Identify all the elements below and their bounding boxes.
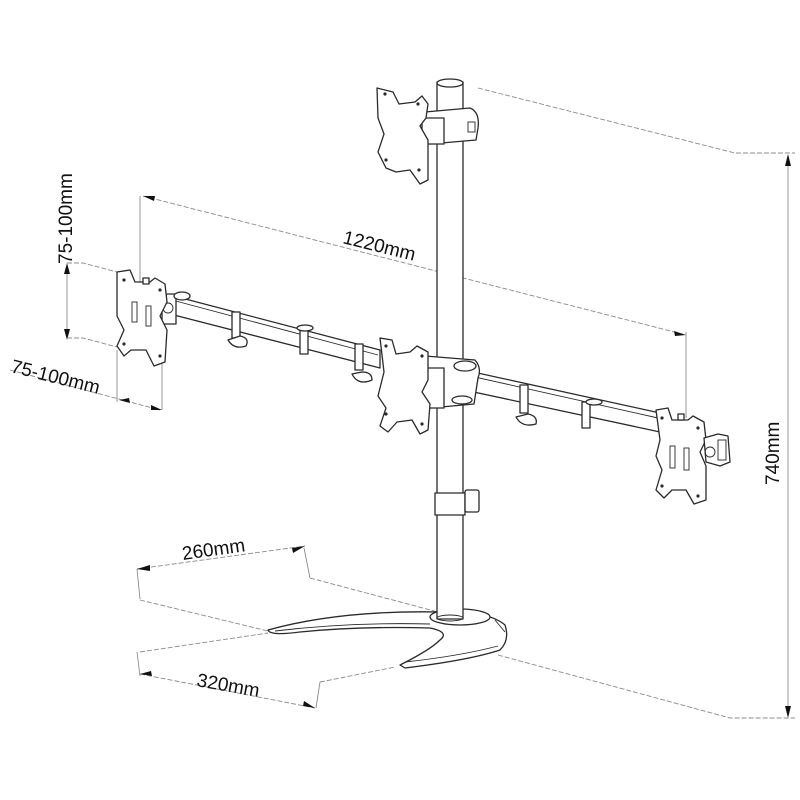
- total-height-label: 740mm: [763, 422, 784, 485]
- vesa-vertical-label: 75-100mm: [56, 173, 77, 264]
- arm-span-label: 1220mm: [341, 227, 418, 265]
- vesa-vertical-dimension: [64, 262, 118, 348]
- right-vesa-plate: [655, 407, 731, 505]
- height-dimension: [477, 87, 795, 719]
- base-depth-dimension: [136, 545, 439, 632]
- left-vesa-plate: [116, 269, 168, 367]
- base-width-dimension: [136, 632, 396, 709]
- center-vesa-plate: [377, 337, 431, 435]
- vesa-horizontal-dimension: [9, 350, 163, 411]
- base-depth-label: 260mm: [181, 535, 247, 565]
- top-vesa-plate: [376, 87, 429, 185]
- stand-base: [267, 608, 508, 669]
- cable-clip: [434, 489, 480, 516]
- top-mount: [421, 107, 479, 145]
- base-width-label: 320mm: [195, 670, 261, 702]
- pole: [436, 78, 464, 622]
- vesa-horizontal-label: 75-100mm: [9, 356, 102, 398]
- arm-span-dimension: [139, 195, 687, 418]
- horizontal-arm: [161, 291, 661, 433]
